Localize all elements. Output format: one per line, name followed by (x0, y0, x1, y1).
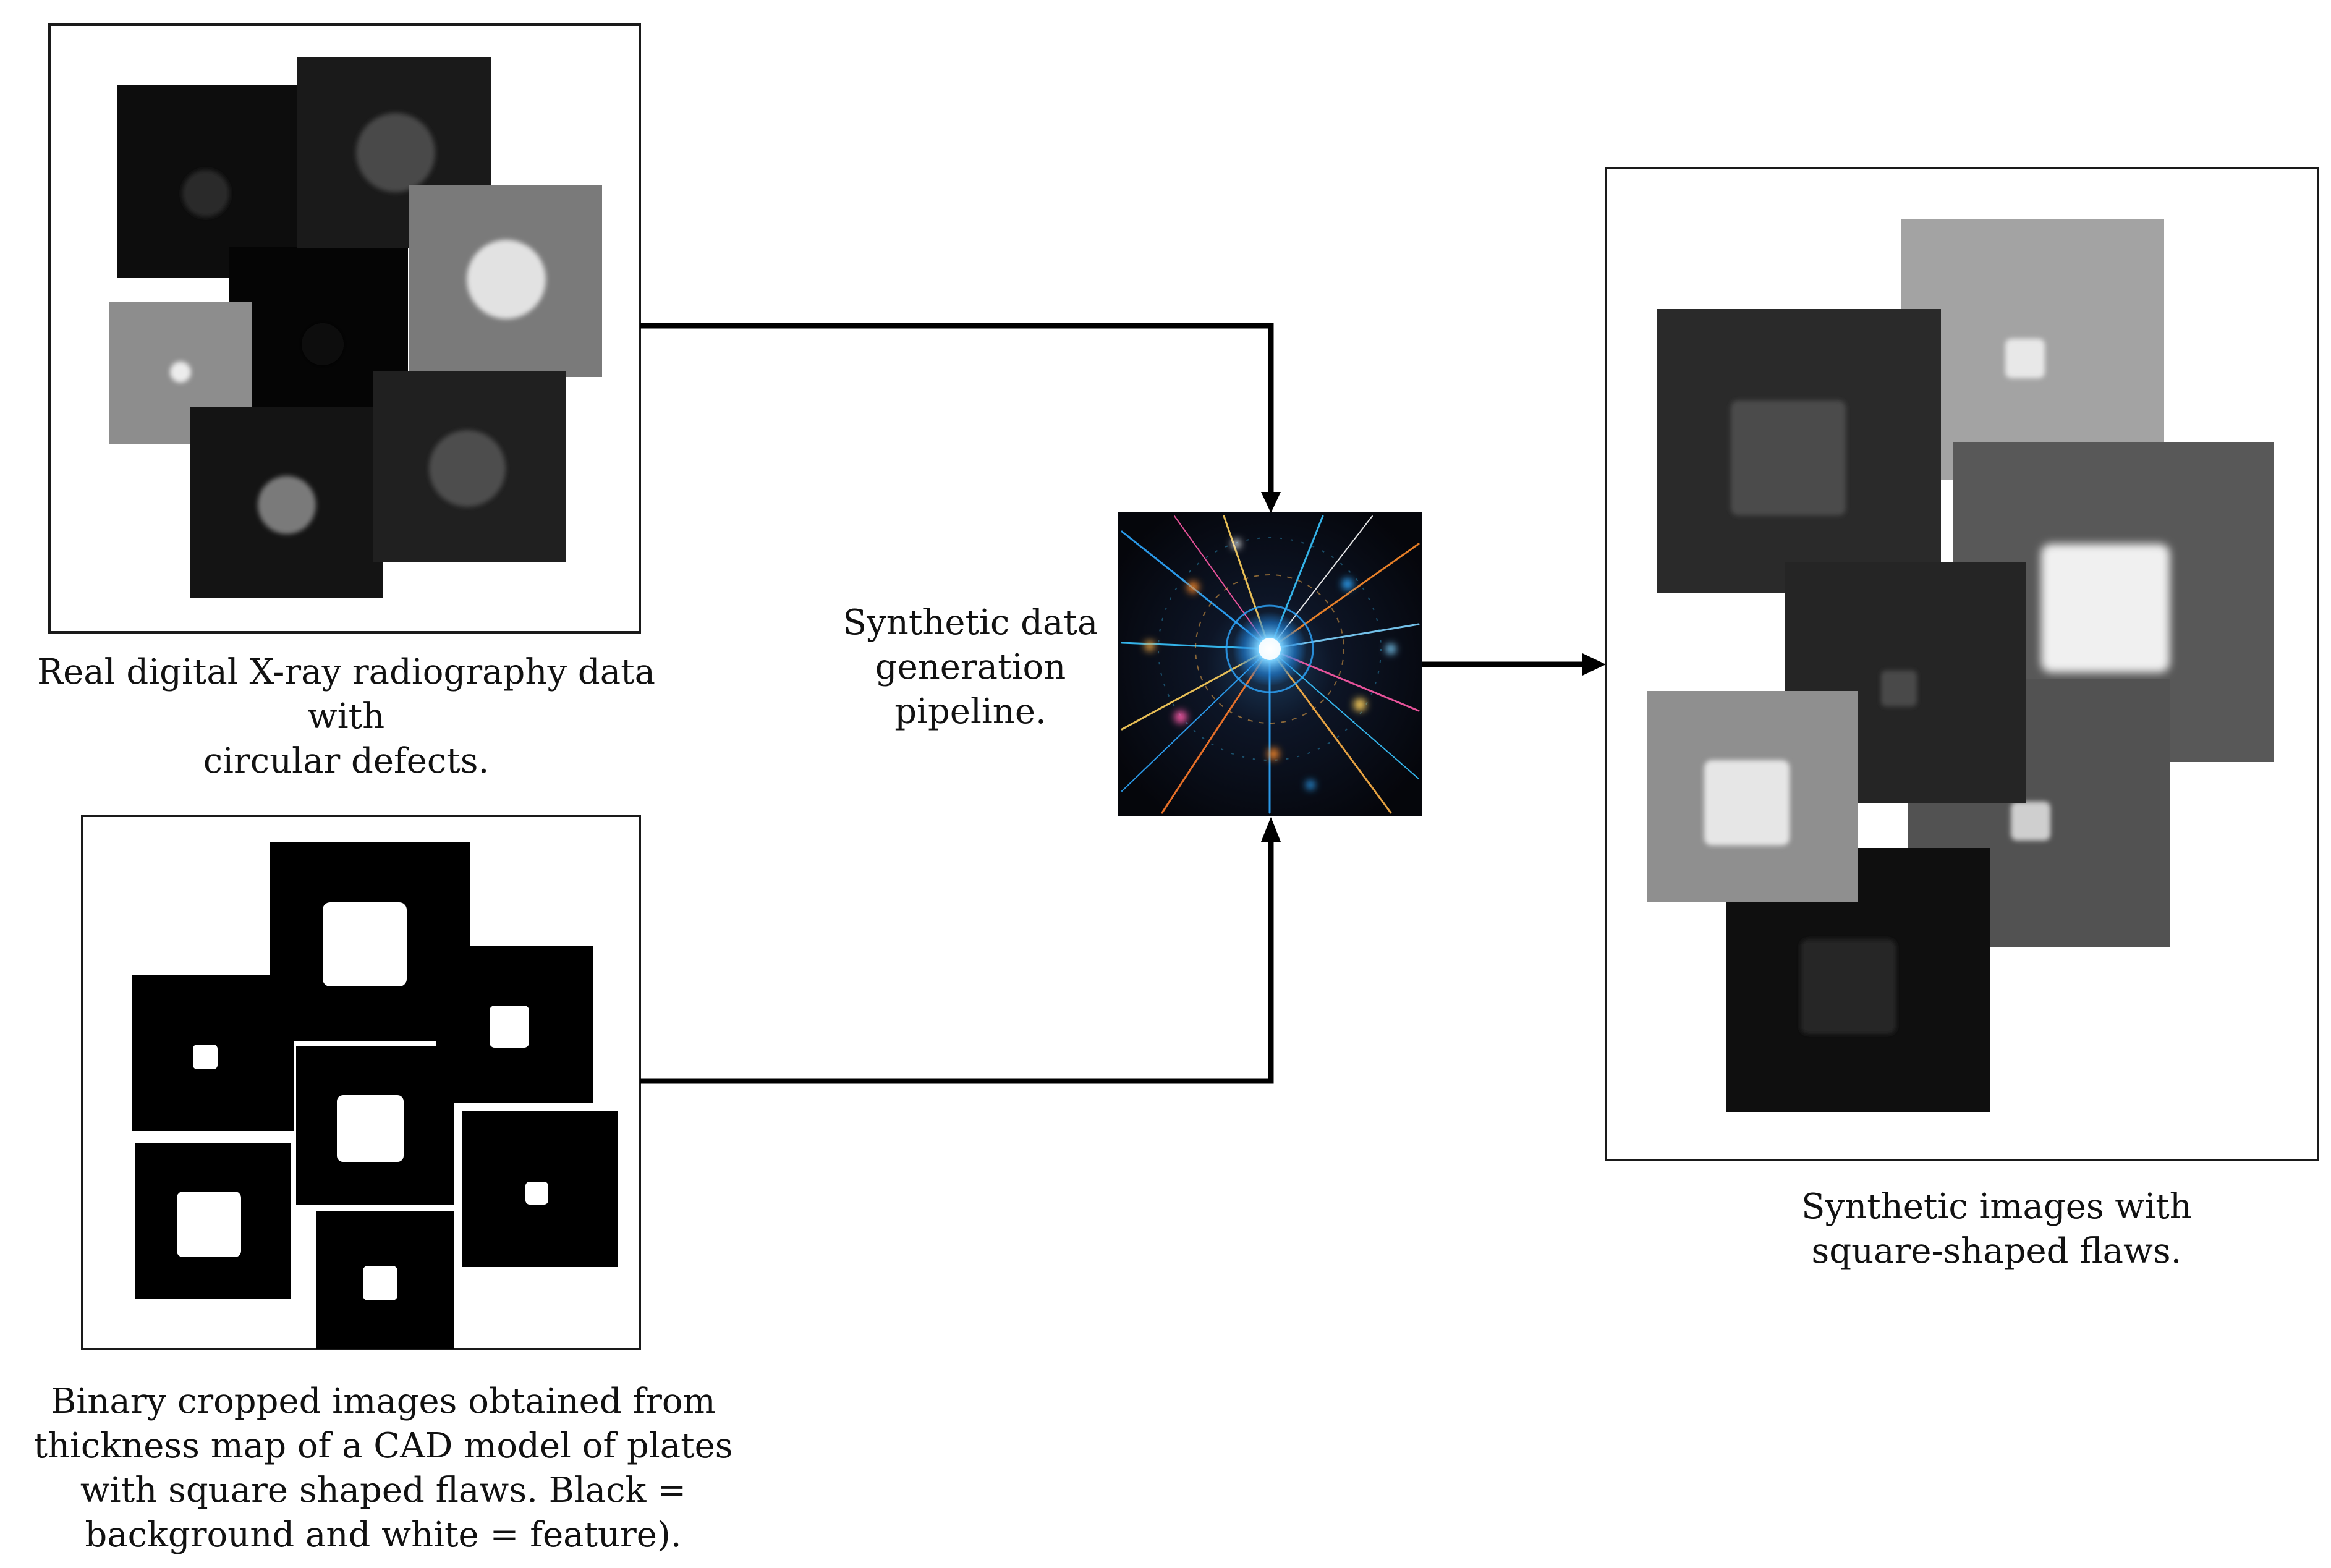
binary-cad-caption: Binary cropped images obtained from thic… (33, 1381, 733, 1555)
connector-xray-to-pipeline (640, 323, 1274, 499)
synthetic-output-caption: Synthetic images with square-shaped flaw… (1801, 1187, 2192, 1271)
connector-binary-to-pipeline (640, 834, 1274, 1084)
connectors (640, 323, 1606, 1084)
xray-tile (409, 185, 602, 377)
binary-tile (135, 1143, 291, 1299)
binary-tile (132, 975, 294, 1131)
real-xray-panel (48, 23, 641, 634)
binary-tile (270, 842, 470, 1041)
pipeline-rings (1158, 537, 1382, 761)
synthetic-tile (1901, 219, 2164, 480)
binary-tile (436, 946, 593, 1103)
binary-tile (316, 1211, 454, 1349)
xray-tile (117, 85, 310, 278)
pipeline-image (1118, 512, 1422, 816)
binary-tile (462, 1111, 618, 1267)
binary-cad-panel (81, 815, 641, 1350)
pipeline-caption: Synthetic data generation pipeline. (843, 603, 1098, 732)
real-xray-caption: Real digital X-ray radiography data with… (36, 652, 655, 781)
arrowhead-down (1261, 492, 1281, 513)
xray-tile (190, 407, 383, 598)
synthetic-output-panel (1605, 167, 2319, 1161)
xray-tile (373, 371, 566, 562)
arrowhead-right (1582, 653, 1606, 676)
binary-tile (296, 1046, 454, 1205)
synthetic-tile (1647, 691, 1858, 902)
synthetic-tile (1657, 309, 1941, 593)
pipeline-nodes (1145, 540, 1396, 789)
arrowhead-up (1261, 817, 1281, 842)
